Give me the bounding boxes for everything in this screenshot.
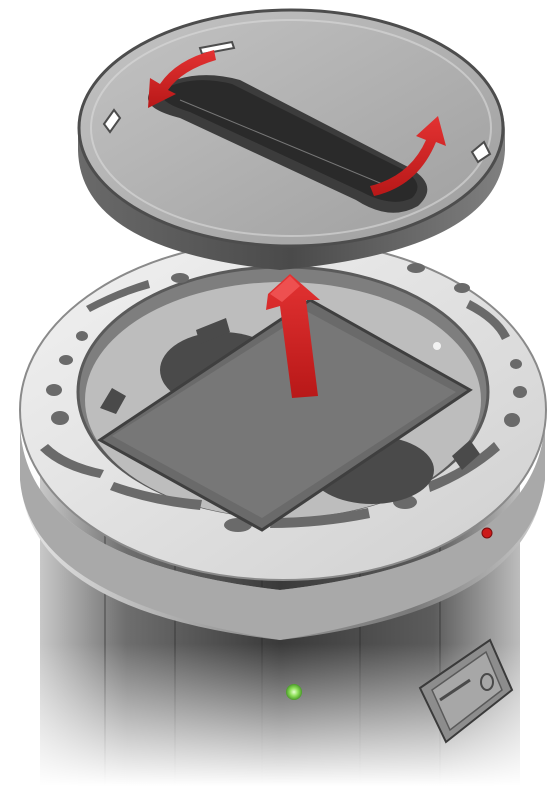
power-led [286, 684, 302, 700]
indicator-led [482, 528, 492, 538]
